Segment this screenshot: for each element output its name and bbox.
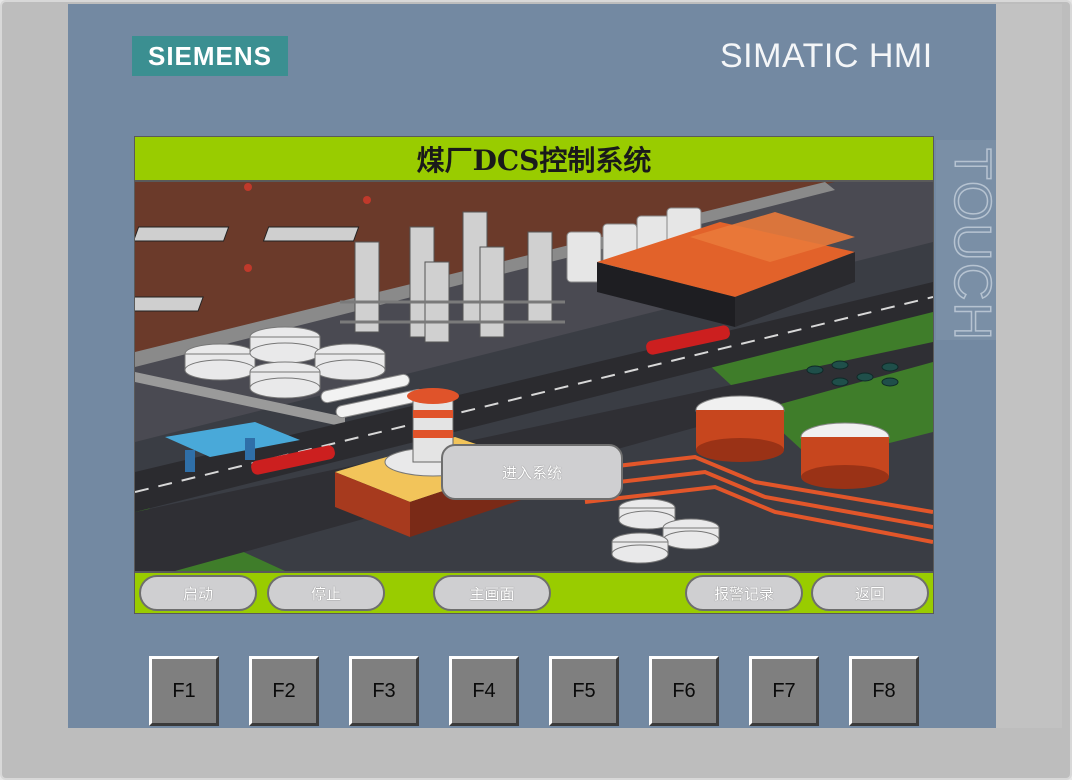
f2-key[interactable]: F2 <box>249 656 319 726</box>
enter-system-button[interactable]: 进入系统 <box>441 444 623 500</box>
f6-key[interactable]: F6 <box>649 656 719 726</box>
device-side-strip <box>996 4 1062 728</box>
f7-key[interactable]: F7 <box>749 656 819 726</box>
touch-label-text: TOUCH <box>942 147 996 340</box>
hmi-screen: 煤厂DCS控制系统 <box>134 136 934 614</box>
screen-title: 煤厂DCS控制系统 <box>135 137 933 182</box>
bottom-nav-bar: 启动 停止 主画面 报警记录 返回 <box>135 571 933 613</box>
f8-key[interactable]: F8 <box>849 656 919 726</box>
start-button[interactable]: 启动 <box>139 575 257 611</box>
model-label: SIMATIC HMI <box>720 37 933 75</box>
plant-overview-image <box>135 182 933 571</box>
plant-illustration <box>135 182 933 571</box>
main-screen-button[interactable]: 主画面 <box>433 575 551 611</box>
alarm-log-button[interactable]: 报警记录 <box>685 575 803 611</box>
f3-key[interactable]: F3 <box>349 656 419 726</box>
back-button[interactable]: 返回 <box>811 575 929 611</box>
f4-key[interactable]: F4 <box>449 656 519 726</box>
f1-key[interactable]: F1 <box>149 656 219 726</box>
stop-button[interactable]: 停止 <box>267 575 385 611</box>
f5-key[interactable]: F5 <box>549 656 619 726</box>
touch-label: TOUCH <box>936 140 996 340</box>
siemens-logo: SIEMENS <box>132 36 288 76</box>
